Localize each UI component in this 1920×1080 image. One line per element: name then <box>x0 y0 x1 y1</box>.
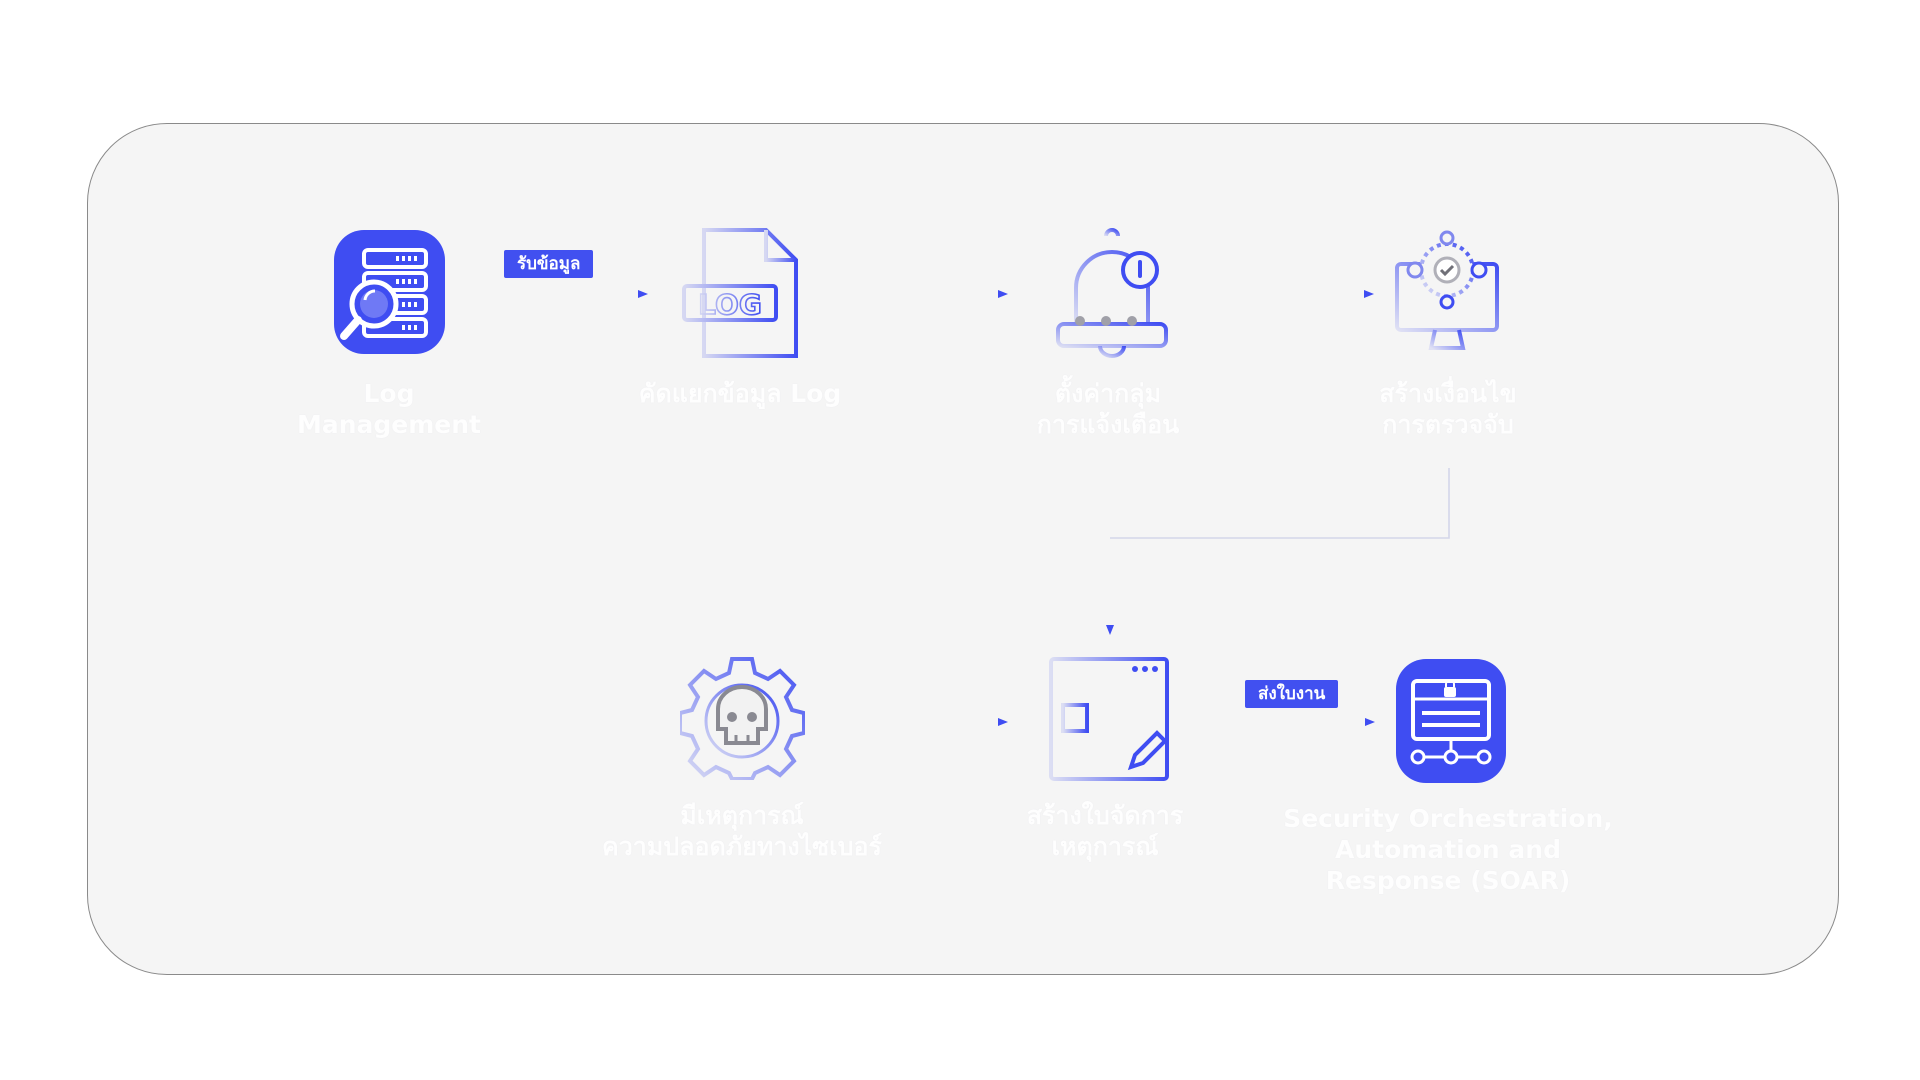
label-line: Log <box>363 379 415 408</box>
detection-rule-label: สร้างเงื่อนไข การตรวจจับ <box>1379 378 1516 440</box>
label-line: การตรวจจับ <box>1382 410 1514 439</box>
send-ticket-tag: ส่งใบงาน <box>1245 680 1339 708</box>
cyber-incident-label: มีเหตุการณ์ ความปลอดภัยทางไซเบอร์ <box>602 800 882 862</box>
label-line: สร้างใบจัดการ <box>1026 801 1184 830</box>
label-line: Security Orchestration, <box>1283 804 1613 833</box>
label-line: คัดแยกข้อมูล Log <box>638 379 842 408</box>
label-line: Automation and <box>1335 835 1561 864</box>
filter-log-label: คัดแยกข้อมูล Log <box>639 378 841 409</box>
soar-tile <box>1396 659 1506 783</box>
server-search-icon <box>340 248 428 340</box>
detection-rule-node <box>1393 228 1513 358</box>
label-line: สร้างเงื่อนไข <box>1379 379 1517 408</box>
label-line: เหตุการณ์ <box>1051 832 1159 861</box>
label-line: การแจ้งเตือน <box>1036 410 1180 439</box>
skull-gear-icon <box>678 657 806 781</box>
log-management-tile <box>334 230 445 354</box>
log-file-icon: LOG <box>682 228 798 358</box>
log-management-label: Log Management <box>297 378 481 440</box>
network-lock-icon <box>1410 679 1492 765</box>
filter-log-node: LOG <box>678 228 798 358</box>
alert-group-label: ตั้งค่ากลุ่ม การแจ้งเตือน <box>1037 378 1179 440</box>
alert-bell-icon <box>1056 228 1168 358</box>
label-line: Response (SOAR) <box>1325 866 1571 895</box>
label-line: มีเหตุการณ์ <box>680 801 804 830</box>
receive-data-tag: รับข้อมูล <box>504 250 594 278</box>
monitor-shield-icon <box>1395 230 1499 352</box>
cyber-incident-node <box>678 655 806 785</box>
alert-group-node <box>1050 228 1170 358</box>
incident-ticket-node <box>1047 655 1169 785</box>
label-line: Management <box>296 410 482 439</box>
incident-ticket-label: สร้างใบจัดการ เหตุการณ์ <box>1027 800 1184 862</box>
arrow-detection-to-ticket <box>1106 468 1450 635</box>
label-line: ความปลอดภัยทางไซเบอร์ <box>602 832 882 861</box>
ticket-form-icon <box>1049 657 1169 781</box>
svg-text:LOG: LOG <box>698 288 762 321</box>
soar-label: Security Orchestration, Automation and R… <box>1283 803 1613 896</box>
label-line: ตั้งค่ากลุ่ม <box>1054 379 1162 408</box>
